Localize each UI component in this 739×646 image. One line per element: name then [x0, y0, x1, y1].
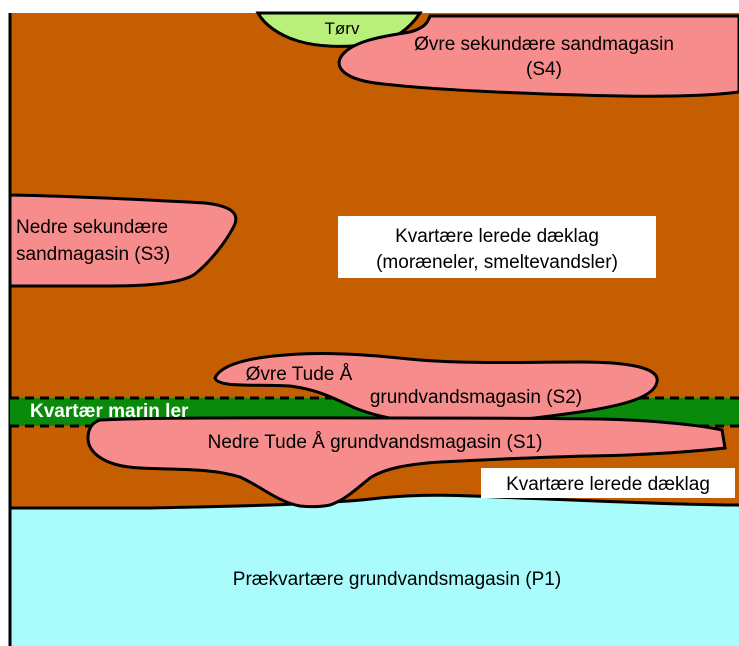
- upper-secondary-label-line2: (S4): [526, 59, 562, 80]
- marine-clay-label: Kvartær marin ler: [30, 401, 189, 422]
- upper-secondary-label-line1: Øvre sekundære sandmagasin: [414, 34, 674, 55]
- clay-cover-label-line2: (moræneler, smeltevandsler): [376, 252, 618, 273]
- peat-label: Tørv: [325, 19, 360, 38]
- lower-secondary-label-line1: Nedre sekundære: [16, 217, 168, 238]
- lower-tude-label: Nedre Tude Å grundvandsmagasin (S1): [208, 432, 543, 453]
- upper-tude-label-line2: grundvandsmagasin (S2): [370, 387, 582, 408]
- clay-cover-lower-label: Kvartære lerede dæklag: [506, 474, 710, 495]
- lower-secondary-label-line2: sandmagasin (S3): [16, 244, 170, 265]
- clay-cover-label-line1: Kvartære lerede dæklag: [395, 226, 599, 247]
- upper-tude-label-line1: Øvre Tude Å: [246, 364, 353, 385]
- prequaternary-label: Prækvartære grundvandsmagasin (P1): [233, 569, 561, 590]
